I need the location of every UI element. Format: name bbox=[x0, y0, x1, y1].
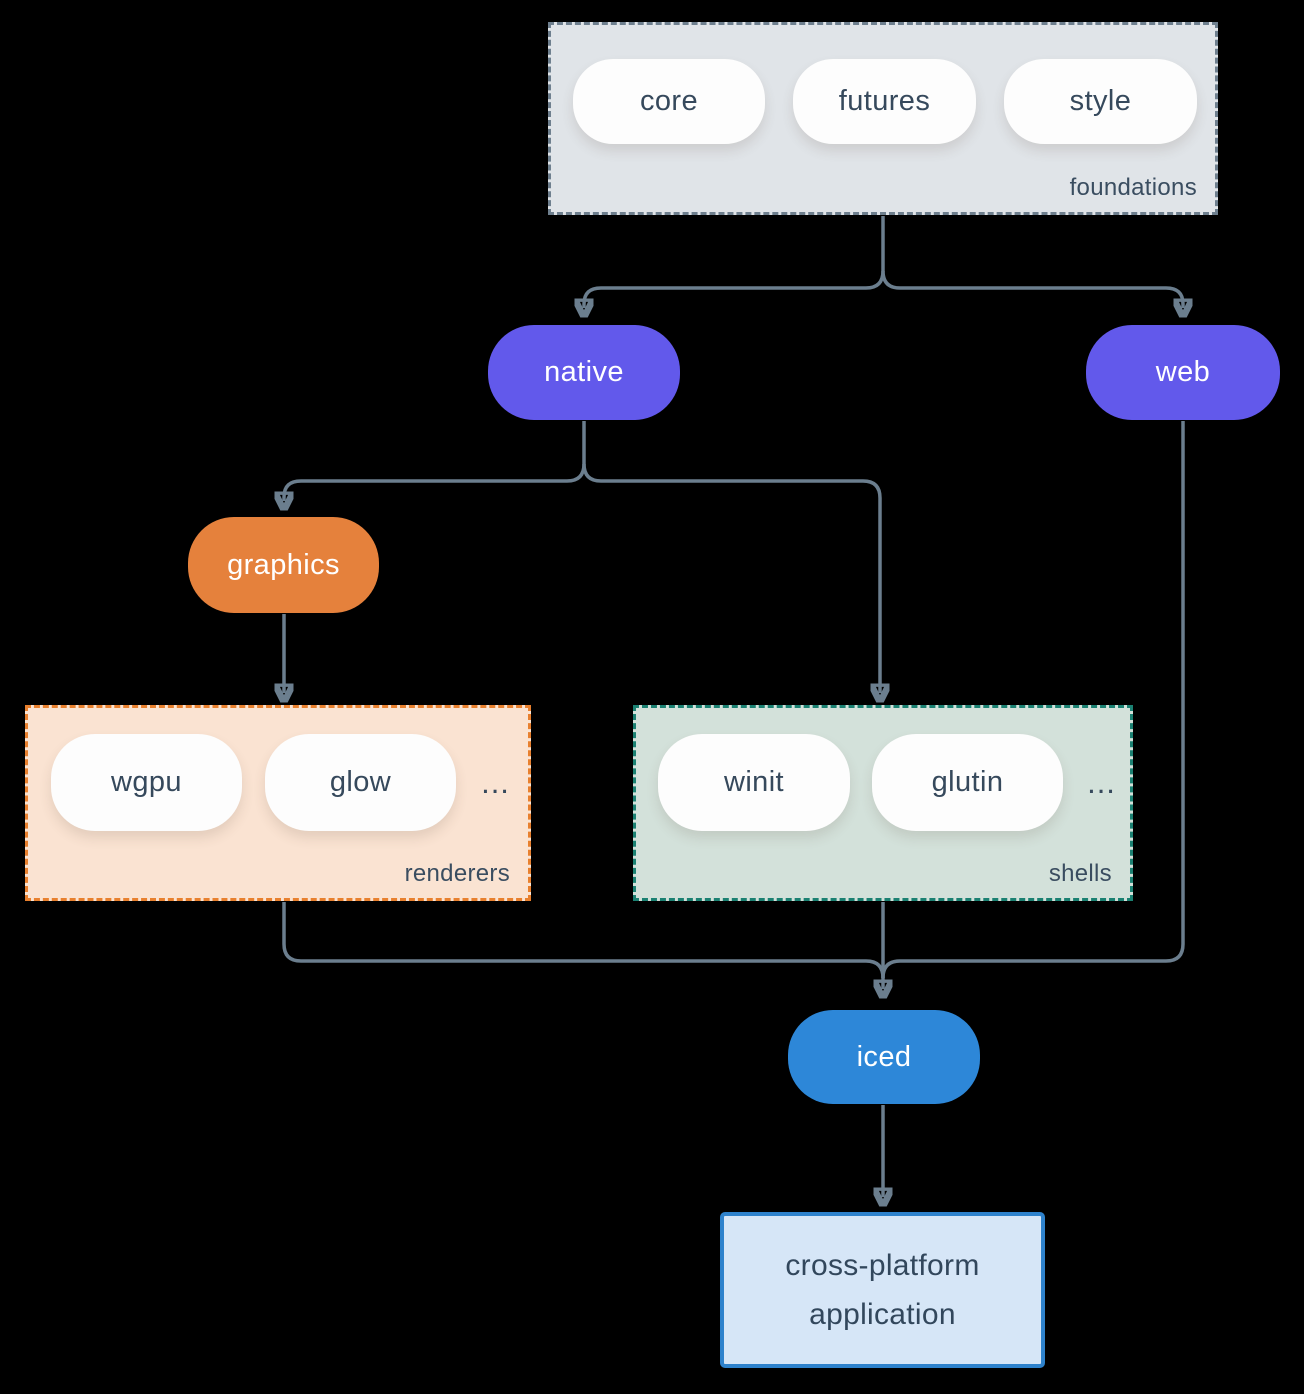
group-renderers: wgpu glow ... renderers bbox=[25, 705, 531, 901]
edge-native-shells bbox=[582, 463, 880, 693]
pill-winit: winit bbox=[658, 734, 850, 831]
application-label: cross-platform application bbox=[785, 1249, 980, 1331]
pill-glutin: glutin bbox=[872, 734, 1063, 831]
label-foundations: foundations bbox=[1069, 174, 1197, 201]
pill-style: style bbox=[1004, 59, 1197, 144]
group-foundations: core futures style foundations bbox=[548, 22, 1218, 215]
pill-graphics: graphics bbox=[188, 517, 379, 613]
pill-iced: iced bbox=[788, 1010, 980, 1104]
edge-foundations-native bbox=[584, 270, 885, 308]
pill-glow: glow bbox=[265, 734, 456, 831]
application-box: cross-platform application bbox=[720, 1212, 1045, 1368]
ellipsis-renderers: ... bbox=[481, 764, 510, 800]
pill-futures: futures bbox=[793, 59, 976, 144]
pill-native: native bbox=[488, 325, 680, 420]
pill-core: core bbox=[573, 59, 765, 144]
edge-native-graphics bbox=[284, 463, 586, 501]
edge-renderers-merge bbox=[282, 902, 885, 979]
label-renderers: renderers bbox=[404, 860, 510, 887]
ellipsis-shells: ... bbox=[1087, 764, 1116, 800]
pill-web: web bbox=[1086, 325, 1280, 420]
group-shells: winit glutin ... shells bbox=[633, 705, 1133, 901]
edge-web-merge bbox=[881, 421, 1185, 979]
edge-foundations-web bbox=[881, 270, 1183, 308]
label-shells: shells bbox=[1048, 860, 1112, 887]
pill-wgpu: wgpu bbox=[51, 734, 242, 831]
